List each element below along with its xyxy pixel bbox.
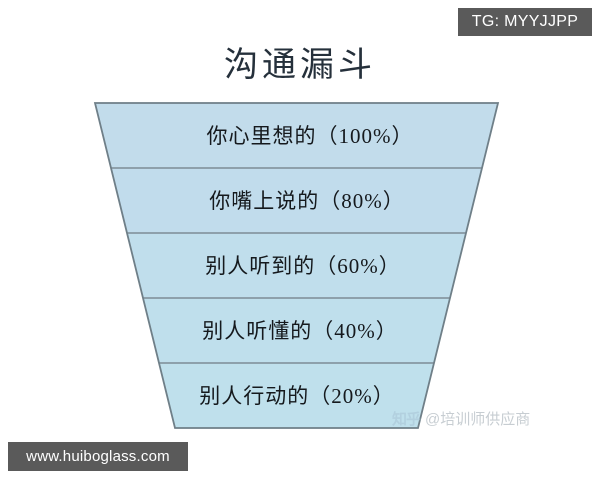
tg-watermark-badge: TG: MYYJJPP [458, 8, 592, 36]
funnel-label-4: 别人听懂的（40%） [202, 319, 398, 343]
page-title: 沟通漏斗 [224, 47, 376, 84]
funnel-outline [93, 102, 500, 429]
funnel-band-2 [95, 168, 498, 233]
site-url-badge: www.huiboglass.com [8, 442, 188, 471]
funnel-label-5: 别人行动的（20%） [199, 384, 395, 408]
funnel-label-2: 你嘴上说的（80%） [209, 189, 405, 213]
funnel-band-1 [95, 103, 498, 168]
funnel-label-1: 你心里想的（100%） [207, 124, 414, 148]
funnel-band-3 [95, 233, 498, 298]
funnel-label-3: 别人听到的（60%） [205, 254, 401, 278]
funnel-band-4 [95, 298, 498, 363]
